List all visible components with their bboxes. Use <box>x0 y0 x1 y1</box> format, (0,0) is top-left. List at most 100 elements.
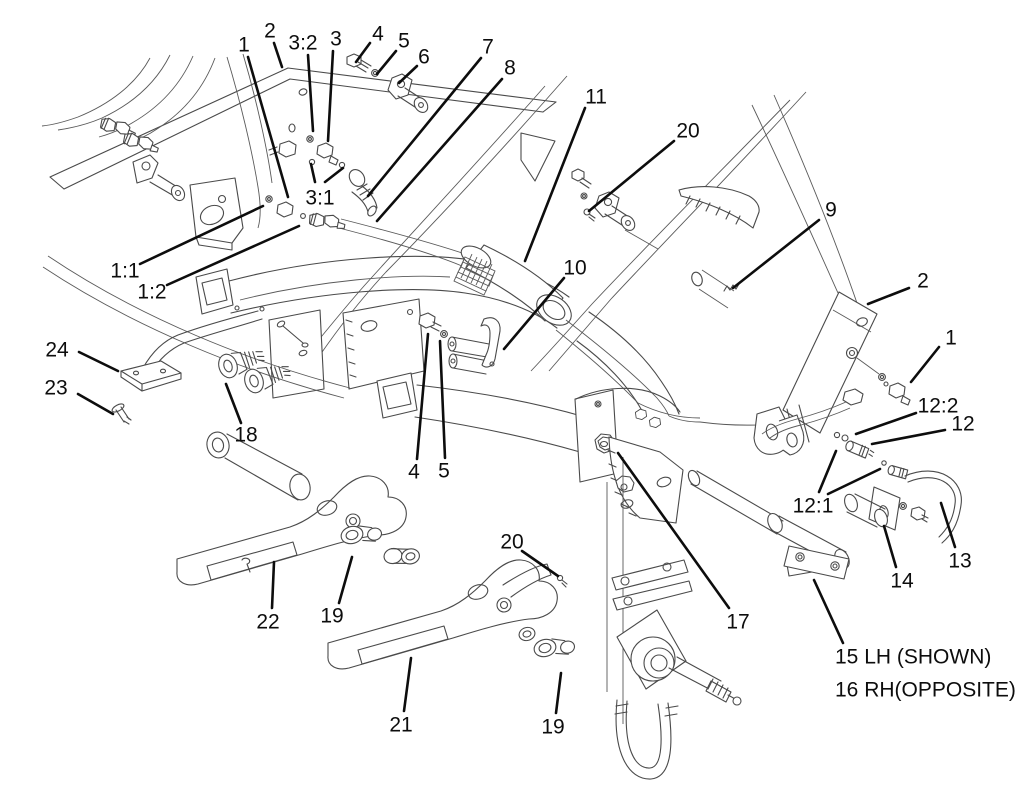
callout-16-rh-label: 16 RH(OPPOSITE) <box>835 679 1016 702</box>
diagram-linework <box>685 195 741 225</box>
diagram-linework <box>223 359 233 373</box>
diagram-linework <box>234 305 240 311</box>
diagram-linework <box>206 431 230 459</box>
diagram-linework <box>308 212 325 228</box>
diagram-linework <box>582 194 586 198</box>
diagram-linework <box>624 229 659 250</box>
diagram-linework <box>242 53 273 184</box>
diagram-linework <box>625 220 631 226</box>
callout-18-label: 18 <box>234 424 257 447</box>
diagram-linework <box>910 506 926 521</box>
diagram-linework <box>575 387 681 413</box>
diagram-linework <box>230 351 265 375</box>
diagram-linework <box>450 358 456 364</box>
diagram-linework <box>648 416 662 429</box>
diagram-linework <box>620 483 628 491</box>
callout-12-1-leader-0 <box>817 449 838 494</box>
diagram-linework <box>579 177 592 189</box>
diagram-linework <box>123 132 133 145</box>
frame-left-brackets <box>132 53 273 251</box>
diagram-linework <box>889 465 909 480</box>
diagram-linework <box>594 400 602 408</box>
diagram-linework <box>561 579 568 588</box>
diagram-linework <box>289 473 311 501</box>
diagram-linework <box>447 336 457 352</box>
diagram-linework <box>662 562 672 572</box>
callout-5-bottom-leader-0 <box>438 339 447 460</box>
diagram-linework <box>656 476 672 488</box>
diagram-linework <box>612 580 693 611</box>
callout-1-1-label: 1:1 <box>110 260 139 283</box>
callout-23-label: 23 <box>44 377 67 400</box>
diagram-linework <box>668 656 722 692</box>
diagram-linework <box>218 353 238 379</box>
diagram-linework <box>899 502 907 510</box>
diagram-linework <box>751 104 839 294</box>
diagram-linework <box>338 161 346 169</box>
callout-11-label: 11 <box>585 86 607 109</box>
grease-fitting-9 <box>723 283 740 292</box>
diagram-linework <box>480 317 501 368</box>
diagram-linework <box>418 312 436 329</box>
diagram-linework <box>42 255 351 399</box>
diagram-linework <box>288 123 296 133</box>
diagram-linework <box>211 437 225 453</box>
callout-22-leader-0 <box>270 560 276 610</box>
diagram-linework <box>687 469 701 487</box>
diagram-linework <box>195 268 234 315</box>
diagram-linework <box>230 289 558 329</box>
diagram-linework <box>259 306 265 312</box>
diagram-linework <box>611 559 689 591</box>
callout-22-label: 22 <box>256 611 279 634</box>
callout-23-leader-0 <box>76 392 115 416</box>
diagram-linework <box>848 349 856 357</box>
diagram-linework <box>732 696 742 706</box>
diagram-linework <box>520 132 556 182</box>
diagram-linework <box>358 525 376 542</box>
diagram-linework <box>778 414 805 456</box>
diagram-linework <box>607 449 637 517</box>
callout-1-right-leader-0 <box>909 345 941 384</box>
callout-15-lh-label: 15 LH (SHOWN) <box>835 646 991 669</box>
diagram-linework <box>174 189 182 197</box>
callout-19-left-leader-0 <box>337 555 354 605</box>
bushing-19 <box>383 547 420 565</box>
diagram-linework <box>643 647 675 679</box>
callout-8-leader-0 <box>375 77 504 223</box>
callout-3-1-leader-0 <box>309 162 317 184</box>
bushing-19 <box>518 626 536 642</box>
callout-24-leader-0 <box>77 350 120 373</box>
callout-5-top-label: 5 <box>398 30 410 53</box>
callout-19-bottom-leader-0 <box>554 671 563 715</box>
diagram-linework <box>100 117 110 130</box>
diagram-linework <box>367 527 383 541</box>
diagram-linework <box>845 346 859 360</box>
callout-15-lh-leader-0 <box>812 578 845 645</box>
fitting-12 <box>845 440 875 459</box>
diagram-linework <box>900 503 906 509</box>
diagram-linework <box>842 388 864 406</box>
diagram-linework <box>879 374 885 380</box>
diagram-linework <box>833 431 841 439</box>
diagram-linework <box>783 545 850 580</box>
callout-5-top-leader-0 <box>375 49 398 76</box>
diagram-linework <box>376 372 418 419</box>
diagram-linework <box>355 59 372 73</box>
callout-3-1-leader-1 <box>323 166 345 184</box>
diagram-linework <box>406 308 414 316</box>
diagram-linework <box>308 212 346 229</box>
diagram-linework <box>132 154 159 184</box>
diagram-linework <box>650 654 668 672</box>
frame-channel-lower <box>42 255 586 453</box>
diagram-linework <box>533 638 557 658</box>
diagram-linework <box>316 142 334 159</box>
diagram-linework <box>489 361 495 367</box>
diagram-linework <box>405 552 416 561</box>
diagram-linework <box>217 194 227 204</box>
roll-pin <box>241 557 251 573</box>
diagram-linework <box>594 191 620 218</box>
diagram-linework <box>176 475 407 586</box>
diagram-linework <box>878 373 886 381</box>
lift-arm-21 <box>327 559 558 670</box>
diagram-linework <box>881 460 887 466</box>
